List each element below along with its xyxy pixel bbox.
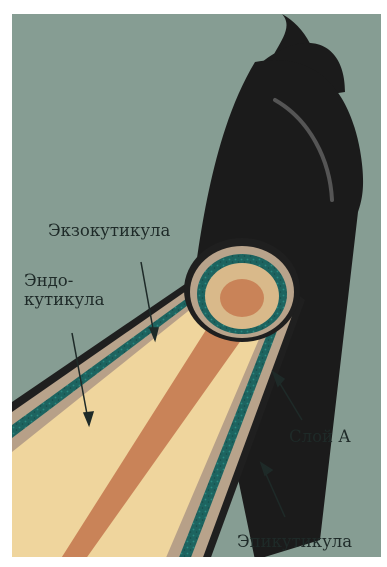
layer-a-label: Слой А	[289, 428, 351, 447]
exocuticle-label: Экзокутикула	[48, 222, 170, 241]
epicuticle-label: Эпикутикула	[237, 533, 352, 552]
cut-face-core	[220, 279, 264, 317]
endocuticle-label-line2: кутикула	[24, 291, 105, 310]
endocuticle-label: Эндо- кутикула	[24, 272, 105, 310]
endocuticle-label-line1: Эндо-	[24, 272, 105, 291]
